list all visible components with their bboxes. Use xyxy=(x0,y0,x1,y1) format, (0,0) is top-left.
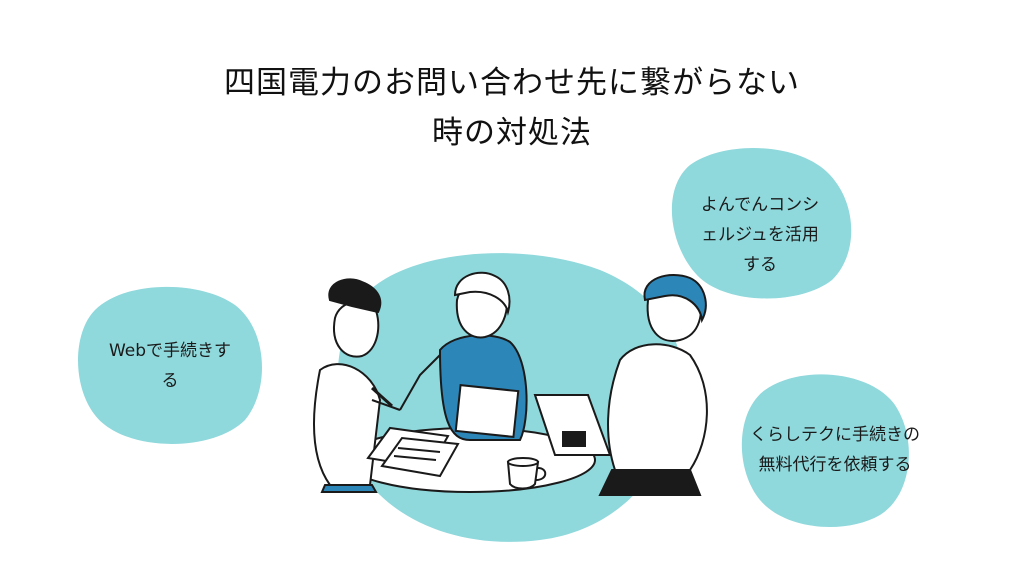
page-title: 四国電力のお問い合わせ先に繋がらない 時の対処法 xyxy=(0,58,1024,158)
concierge-bubble-line-3: する xyxy=(743,255,777,275)
concierge-bubble: よんでんコンシ ェルジュを活用 する xyxy=(680,190,840,280)
concierge-bubble-line-1: よんでんコンシ xyxy=(700,195,820,215)
title-line-2: 時の対処法 xyxy=(432,115,592,151)
person-center xyxy=(438,271,528,441)
web-bubble-shape xyxy=(78,286,262,444)
papers xyxy=(366,426,460,478)
web-bubble-line-2: る xyxy=(161,371,179,391)
concierge-bubble-shape xyxy=(671,148,852,299)
kurashi-bubble-line-1: くらしテクに手続きの xyxy=(750,425,920,445)
title-line-1: 四国電力のお問い合わせ先に繋がらない xyxy=(224,65,800,101)
web-bubble-line-1: Webで手続きす xyxy=(108,341,232,361)
person-left xyxy=(313,278,441,493)
person-right xyxy=(533,274,708,496)
coffee-cup xyxy=(506,457,547,490)
web-bubble: Webで手続きす る xyxy=(90,336,250,396)
kurashi-bubble-shape xyxy=(741,374,909,527)
kurashi-bubble: くらしテクに手続きの 無料代行を依頼する xyxy=(730,420,940,480)
kurashi-bubble-line-2: 無料代行を依頼する xyxy=(758,455,912,475)
concierge-bubble-line-2: ェルジュを活用 xyxy=(701,225,819,245)
